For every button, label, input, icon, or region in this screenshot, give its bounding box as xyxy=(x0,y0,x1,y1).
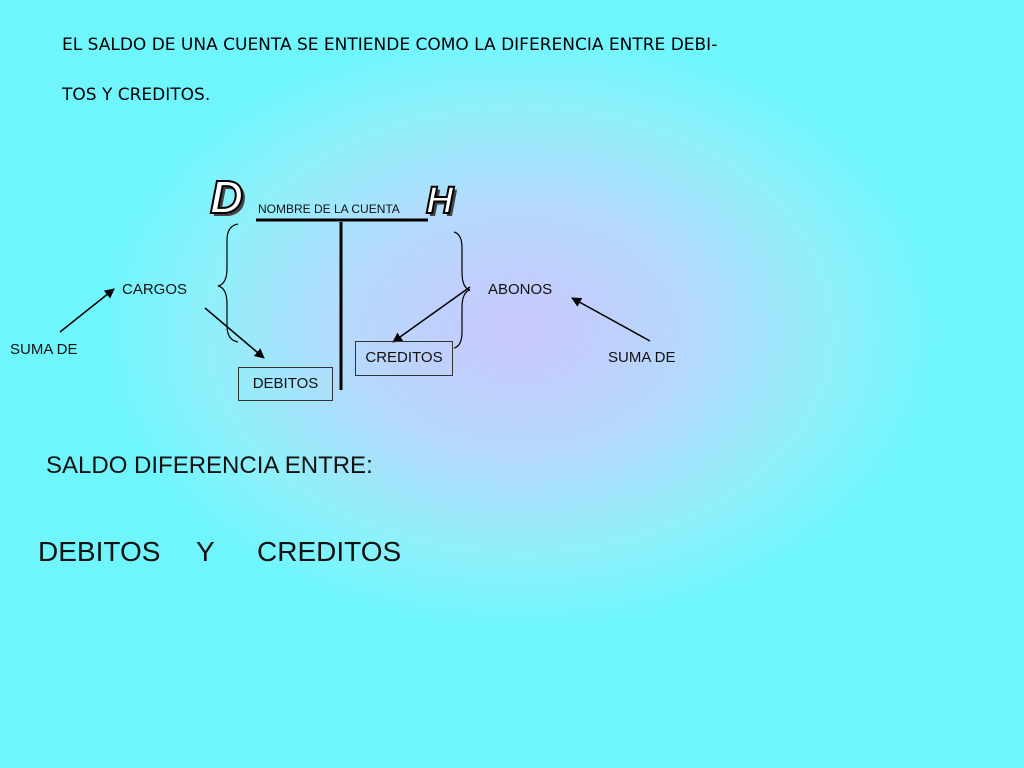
intro-text: EL SALDO DE UNA CUENTA SE ENTIENDE COMO … xyxy=(62,20,992,120)
left-brace xyxy=(217,223,239,343)
credit-letter: H xyxy=(425,180,454,222)
intro-line-2: TOS Y CREDITOS. xyxy=(62,85,211,105)
abonos-label: ABONOS xyxy=(488,281,553,298)
creditos-box: CREDITOS xyxy=(355,341,453,376)
debit-letter: D xyxy=(209,171,244,223)
right-brace xyxy=(453,231,471,349)
summary-term-debitos: DEBITOS xyxy=(38,536,161,567)
arrow-cargos-to-debitos xyxy=(204,307,265,359)
summary-conjunction: Y xyxy=(196,536,215,567)
arrow-suma-to-cargos xyxy=(59,288,115,333)
intro-line-1: EL SALDO DE UNA CUENTA SE ENTIENDE COMO … xyxy=(62,35,718,55)
debitos-box: DEBITOS xyxy=(238,367,333,401)
left-suma-label: SUMA DE xyxy=(10,341,78,358)
cargos-label: CARGOS xyxy=(122,281,188,298)
summary-heading: SALDO DIFERENCIA ENTRE: xyxy=(46,452,373,479)
account-name: NOMBRE DE LA CUENTA xyxy=(258,202,400,216)
right-suma-label: SUMA DE xyxy=(608,349,676,366)
arrow-abonos-to-creditos xyxy=(392,286,471,343)
arrow-suma-to-abonos xyxy=(571,297,651,342)
summary-term-creditos: CREDITOS xyxy=(257,536,402,567)
